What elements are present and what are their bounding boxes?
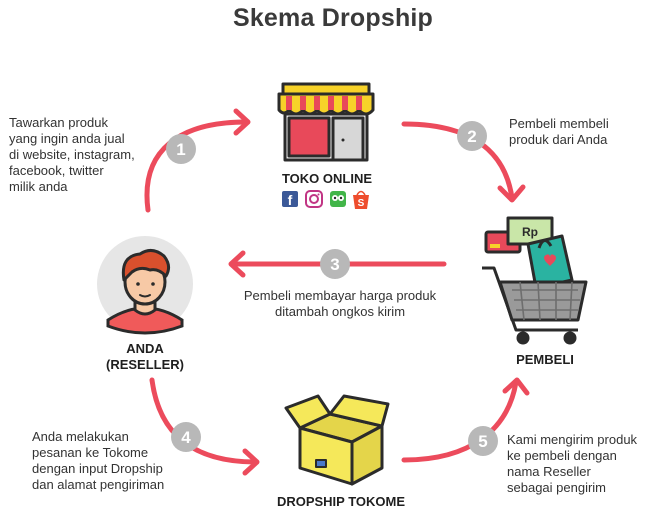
facebook-icon: f xyxy=(282,191,298,208)
money-label: Rp xyxy=(522,225,538,239)
svg-text:S: S xyxy=(358,198,365,209)
reseller-label: (RESELLER) xyxy=(106,357,184,372)
diagram-title: Skema Dropship xyxy=(232,4,434,32)
arrow-step-1 xyxy=(144,119,249,213)
step-3-number: 3 xyxy=(330,255,339,274)
dropship-box-icon xyxy=(284,394,390,486)
step-3-caption: Pembeli membayar harga produk ditambah o… xyxy=(243,288,437,319)
step-5-badge: 5 xyxy=(468,426,498,456)
step-4-caption: Anda melakukan pesanan ke Tokome dengan … xyxy=(32,429,165,492)
anda-label: ANDA xyxy=(126,341,164,356)
step-2-badge: 2 xyxy=(457,121,487,151)
shopping-cart-icon: Rp xyxy=(482,216,588,345)
arrowhead-step-1 xyxy=(233,108,251,136)
shopee-icon: S xyxy=(353,190,369,209)
svg-text:f: f xyxy=(288,192,293,208)
step-3-badge: 3 xyxy=(320,249,350,279)
dropship-label: DROPSHIP TOKOME xyxy=(276,494,406,509)
store-icon xyxy=(277,82,375,162)
arrowhead-step-3 xyxy=(228,250,246,278)
step-5-caption: Kami mengirim produk ke pembeli dengan n… xyxy=(507,432,638,495)
arrowhead-step-2 xyxy=(497,184,526,203)
step-1-caption: Tawarkan produk yang ingin anda jual di … xyxy=(9,115,135,194)
step-1-badge: 1 xyxy=(166,134,196,164)
step-4-number: 4 xyxy=(181,428,191,447)
step-1-number: 1 xyxy=(176,140,185,159)
tokopedia-icon xyxy=(330,191,346,207)
toko-online-label: TOKO ONLINE xyxy=(281,171,373,186)
step-2-caption: Pembeli membeli produk dari Anda xyxy=(509,116,609,147)
arrowhead-step-4 xyxy=(242,448,260,476)
instagram-icon xyxy=(305,190,323,208)
step-5-number: 5 xyxy=(478,432,487,451)
pembeli-label: PEMBELI xyxy=(516,352,574,367)
platform-icons: f S xyxy=(282,190,369,209)
arrow-step-5 xyxy=(401,379,519,463)
reseller-avatar xyxy=(97,236,193,335)
step-2-number: 2 xyxy=(467,127,476,146)
step-4-badge: 4 xyxy=(171,422,201,452)
arrowhead-step-5 xyxy=(502,377,530,396)
